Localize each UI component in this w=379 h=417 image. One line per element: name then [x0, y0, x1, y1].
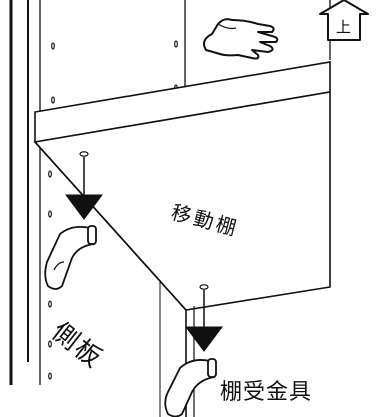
bracket-hole-markers — [79, 151, 209, 290]
shelf-bracket-icon — [164, 358, 217, 417]
down-arrow-icon — [185, 290, 223, 352]
cabinet-uprights — [9, 0, 41, 385]
up-label: 上 — [336, 18, 352, 36]
down-arrow-icon — [65, 157, 103, 220]
shelf-bracket-label: 棚受金具 — [220, 380, 313, 405]
shelf-bracket-icon — [44, 225, 97, 290]
up-arrow-icon — [319, 0, 369, 41]
hand-icon — [203, 18, 279, 60]
